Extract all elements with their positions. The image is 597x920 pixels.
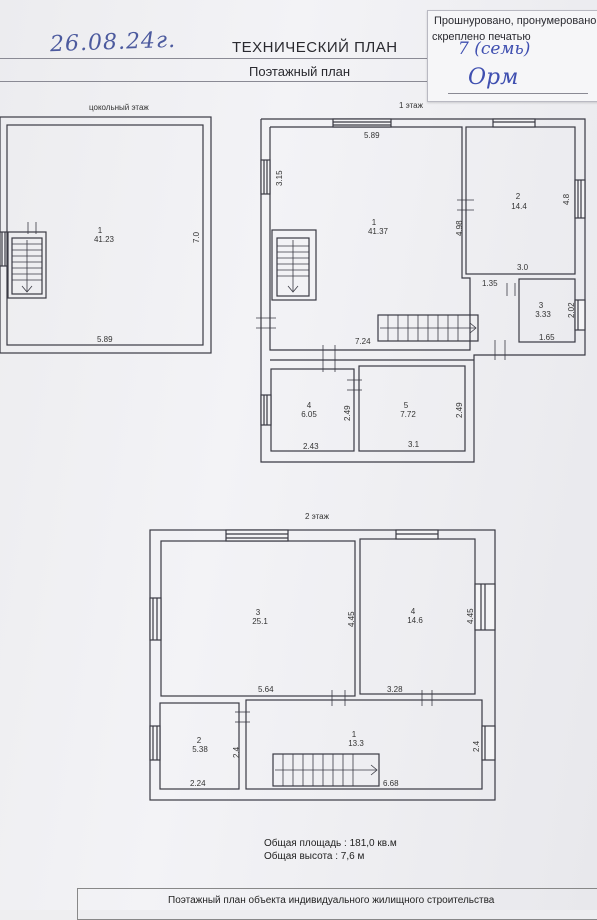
- stamp-signature-line: [448, 93, 588, 94]
- second-dim-8: 6.68: [383, 779, 399, 788]
- second-dim-1: 4.45: [347, 611, 356, 627]
- basement-label: цокольный этаж: [89, 103, 149, 112]
- second-room-2-area: 5.38: [192, 745, 208, 754]
- second-dim-5: 2.4: [232, 746, 241, 758]
- second-room-2-number: 2: [197, 736, 202, 745]
- second-room-4-number: 4: [411, 607, 416, 616]
- first-room-2-number: 2: [516, 192, 521, 201]
- first-dim-11: 2.49: [455, 402, 464, 418]
- first-room-5-area: 7.72: [400, 410, 416, 419]
- first-dim-4: 4.8: [562, 193, 571, 205]
- second-dim-3: 5.64: [258, 685, 274, 694]
- stamp-line-1: Прошнуровано, пронумеровано: [434, 15, 597, 27]
- basement-dim-width: 5.89: [97, 335, 113, 344]
- document-subtitle: Поэтажный план: [249, 64, 351, 79]
- first-room-1-number: 1: [372, 218, 377, 227]
- second-room-1-number: 1: [352, 730, 357, 739]
- total-area: Общая площадь : 181,0 кв.м: [264, 838, 397, 849]
- first-room-4-number: 4: [307, 401, 312, 410]
- first-room-3-number: 3: [539, 301, 544, 310]
- first-dim-8: 1.65: [539, 333, 555, 342]
- second-floor-label: 2 этаж: [305, 512, 329, 521]
- first-dim-3: 4.98: [455, 220, 464, 236]
- document-title: ТЕХНИЧЕСКИЙ ПЛАН: [232, 39, 398, 56]
- basement-room-1-area: 41.23: [94, 235, 115, 244]
- first-room-4-area: 6.05: [301, 410, 317, 419]
- total-height: Общая высота : 7,6 м: [264, 851, 365, 862]
- second-room-4-area: 14.6: [407, 616, 423, 625]
- second-floor-plan: [149, 529, 496, 801]
- basement-plan: [0, 116, 212, 354]
- second-dim-7: 2.4: [472, 740, 481, 752]
- second-dim-4: 3.28: [387, 685, 403, 694]
- first-room-3-area: 3.33: [535, 310, 551, 319]
- first-room-5-number: 5: [404, 401, 409, 410]
- first-dim-13: 3.1: [408, 440, 420, 449]
- first-dim-5: 3.0: [517, 263, 529, 272]
- title-rule: [0, 58, 430, 59]
- first-dim-2: 3.15: [275, 170, 284, 186]
- basement-dim-height: 7.0: [192, 231, 201, 243]
- first-room-2-area: 14.4: [511, 202, 527, 211]
- first-room-1-area: 41.37: [368, 227, 389, 236]
- first-floor-plan: [256, 118, 586, 463]
- second-room-1-area: 13.3: [348, 739, 364, 748]
- second-room-3-number: 3: [256, 608, 261, 617]
- first-floor-label: 1 этаж: [399, 101, 423, 110]
- first-dim-9: 7.24: [355, 337, 371, 346]
- first-dim-1: 5.89: [364, 131, 380, 140]
- first-dim-7: 2.02: [567, 302, 576, 318]
- stamp-signature: Орм: [468, 65, 519, 90]
- stamp-line-2: скреплено печатью: [432, 31, 531, 43]
- first-dim-10: 2.49: [343, 405, 352, 421]
- first-dim-6: 1.35: [482, 279, 498, 288]
- binding-stamp: Прошнуровано, пронумеровано скреплено пе…: [427, 10, 597, 102]
- second-dim-2: 4.45: [466, 608, 475, 624]
- second-room-3-area: 25.1: [252, 617, 268, 626]
- stamp-handwritten-count: 7 (семь): [458, 39, 531, 59]
- first-dim-12: 2.43: [303, 442, 319, 451]
- second-dim-6: 2.24: [190, 779, 206, 788]
- basement-room-1-number: 1: [98, 226, 103, 235]
- footer-caption: Поэтажный план объекта индивидуального ж…: [168, 895, 495, 906]
- subtitle-rule: [0, 81, 597, 82]
